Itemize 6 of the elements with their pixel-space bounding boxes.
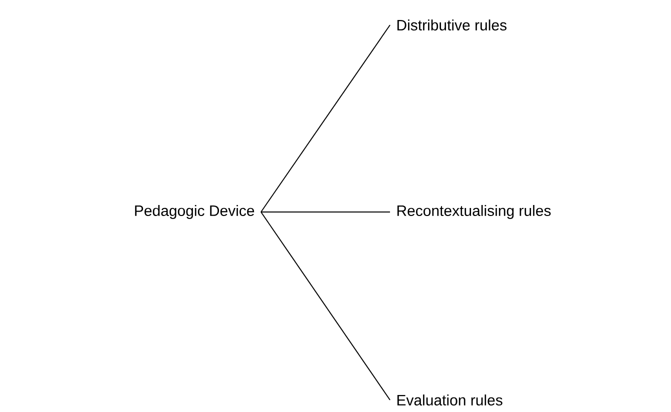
label-text: Recontextualising rules	[397, 205, 551, 219]
label-text: Evaluation rules	[397, 394, 502, 406]
branch-line	[260, 24, 390, 212]
label-text: Distributive rules	[397, 19, 506, 30]
branch-line	[260, 212, 390, 400]
label-text: Pedagogic Device	[135, 205, 254, 219]
